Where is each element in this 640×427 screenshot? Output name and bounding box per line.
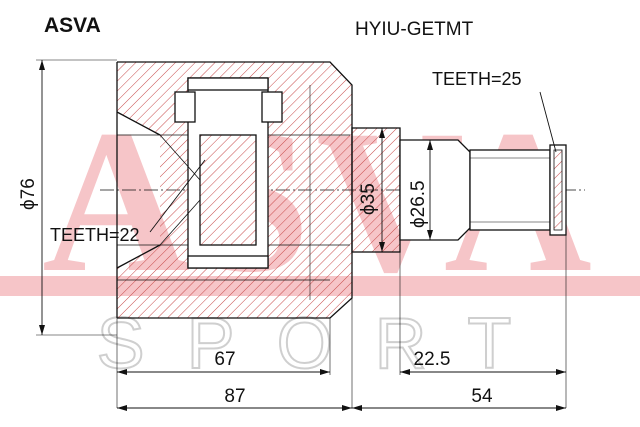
dim-diameter-35: ϕ35 xyxy=(358,183,379,215)
stub-shaft xyxy=(351,127,567,253)
part-number-label: HYIU-GETMT xyxy=(355,19,474,40)
dim-length-54: 54 xyxy=(471,386,493,407)
tripod xyxy=(159,77,283,269)
dimension-lines xyxy=(36,59,567,411)
shaft-spline xyxy=(469,149,551,231)
teeth-inner-label: TEETH=22 xyxy=(50,225,140,245)
brand-label: ASVA xyxy=(44,14,101,37)
dim-diameter-26-5: ϕ26.5 xyxy=(408,180,429,228)
shaft-collar xyxy=(351,127,401,253)
dim-outer-diameter: ϕ76 xyxy=(18,178,39,210)
dim-length-22-5: 22.5 xyxy=(414,349,451,370)
dim-length-67: 67 xyxy=(214,349,235,370)
leaders xyxy=(149,91,557,233)
dim-length-87: 87 xyxy=(224,386,245,407)
teeth-outer-label: TEETH=25 xyxy=(432,69,522,89)
